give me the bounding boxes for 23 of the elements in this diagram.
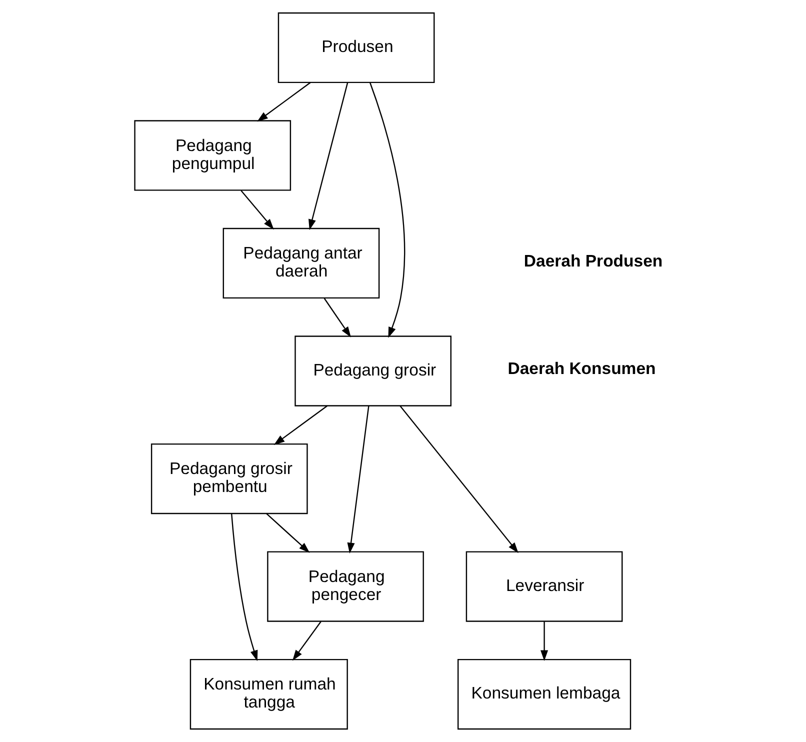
node-box: Konsumen lembaga (457, 658, 632, 730)
label: Daerah Konsumen (508, 359, 656, 378)
arrow (257, 82, 311, 122)
arrow (266, 513, 310, 553)
node-box: Pedagang grosir (294, 336, 452, 406)
node-box: Leveransir (466, 551, 623, 622)
label: Daerah Produsen (524, 251, 663, 270)
node-box: Produsen (278, 12, 435, 84)
node-box: Pedagang pengumpul (134, 120, 292, 191)
arrow (231, 514, 258, 662)
arrow (347, 406, 370, 554)
node-box: Pedagang grosir pembentu (150, 443, 308, 514)
arrow (292, 621, 322, 661)
arrow (324, 298, 351, 338)
node-box: Pedagang pengecer (267, 551, 424, 622)
node-box: Pedagang antar daerah (222, 228, 380, 299)
arrow (400, 406, 518, 554)
arrow (540, 622, 548, 662)
arrow (370, 82, 406, 338)
arrow (240, 190, 274, 230)
arrow (274, 405, 328, 445)
node-box: Konsumen rumah tangga (190, 658, 348, 730)
arrow (308, 82, 348, 230)
